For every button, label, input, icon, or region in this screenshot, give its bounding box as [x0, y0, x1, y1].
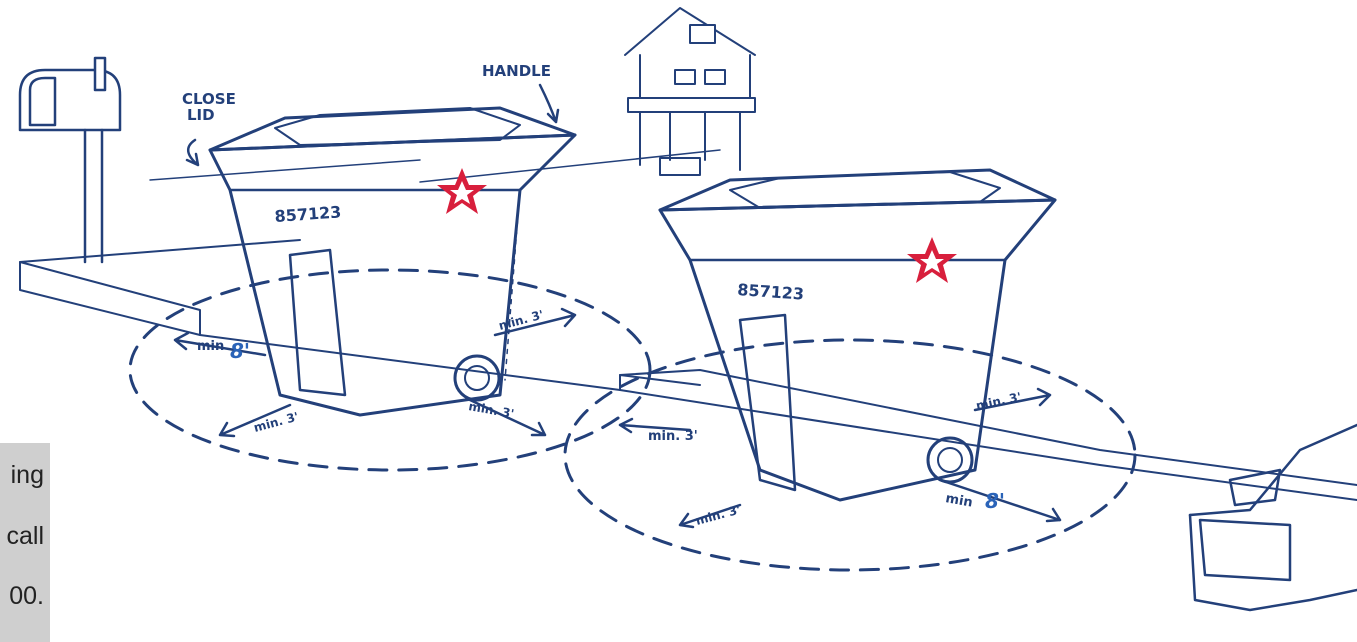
eight-foot-label-right: 8' — [985, 489, 1005, 513]
cart-number-left: 857123 — [274, 202, 342, 226]
close-lid-label-line2: LID — [187, 106, 215, 124]
trash-cart-right — [660, 170, 1055, 500]
eight-foot-label-left: 8' — [230, 339, 250, 363]
min-3-label-3: min. 3' — [467, 399, 515, 421]
handle-arrow — [540, 85, 558, 122]
street-curb — [20, 150, 1357, 500]
min-3-label-6: min. 3' — [975, 390, 1023, 413]
mailbox-illustration — [20, 58, 120, 262]
info-callout-panel: ing call 00. — [0, 443, 50, 642]
handle-label: HANDLE — [482, 62, 551, 80]
callout-line-3: 00. — [9, 582, 44, 611]
cart-number-right: 857123 — [737, 280, 805, 304]
min-3-label-5: min. 3' — [694, 502, 742, 527]
clearance-zone-left — [130, 270, 650, 470]
min-3-label-2: min. 3' — [252, 409, 300, 434]
car-illustration — [1190, 425, 1357, 610]
min-3-label-4: min. 3' — [648, 429, 698, 444]
trash-cart-left — [210, 108, 575, 415]
house-illustration — [625, 8, 755, 175]
callout-line-1: ing — [11, 461, 44, 490]
min-label-right: min — [944, 491, 973, 511]
min-label-left: min — [197, 339, 224, 354]
callout-line-2: call — [6, 522, 44, 551]
close-lid-arrow — [187, 140, 198, 165]
